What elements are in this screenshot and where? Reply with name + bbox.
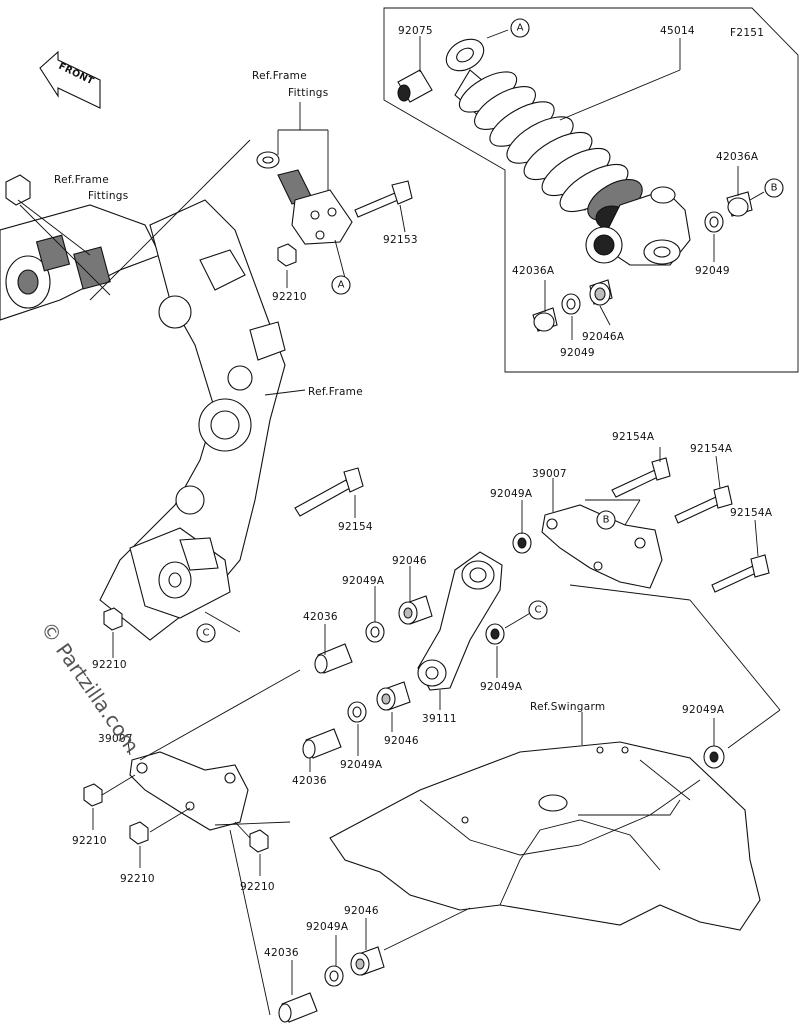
ref-frame-fittings-left-2: Fittings	[88, 190, 129, 202]
part-label: 92049A	[490, 488, 533, 500]
part-label: 42036	[264, 947, 299, 959]
collar-42036A-top	[726, 191, 753, 217]
bearing-92046A	[589, 279, 613, 306]
frame-body	[99, 199, 286, 641]
bolt-92153	[354, 180, 413, 218]
link-39111	[417, 551, 503, 691]
ref-frame-fittings-top-1: Ref.Frame	[252, 70, 307, 82]
swingarm	[329, 741, 761, 931]
svg-text:C: C	[535, 605, 542, 616]
seal-92049-bottom	[561, 293, 581, 315]
svg-text:C: C	[203, 628, 210, 639]
callout-b-shock: B	[764, 178, 784, 198]
part-label: 92154A	[612, 431, 655, 443]
part-label: 39007	[532, 468, 567, 480]
part-label: 92049A	[340, 759, 383, 771]
ref-swingarm: Ref.Swingarm	[530, 701, 605, 713]
part-label: 92049	[560, 347, 595, 359]
ref-frame-fittings-top-2: Fittings	[288, 87, 329, 99]
callout-c-frame: C	[196, 623, 216, 643]
ref-frame-fittings-left-1: Ref.Frame	[54, 174, 109, 186]
nut-92210-c	[249, 829, 269, 853]
callout-c-link: C	[528, 600, 548, 620]
figure-code: F2151	[730, 27, 764, 39]
seal-92049A-mid-right	[485, 623, 505, 645]
part-label: 42036	[292, 775, 327, 787]
nut-92210-left	[103, 607, 123, 631]
part-label: 92153	[383, 234, 418, 246]
svg-text:A: A	[517, 23, 524, 34]
ref-frame: Ref.Frame	[308, 386, 363, 398]
watermark: © Partzilla.com	[36, 617, 144, 757]
part-label: 92210	[272, 291, 307, 303]
part-label: 92049A	[342, 575, 385, 587]
part-labels: 92075 45014 42036A 42036A 92049 92049 92…	[72, 25, 773, 959]
seal-92049A-lower	[347, 701, 367, 723]
part-label: 92046	[392, 555, 427, 567]
part-label: 92046	[384, 735, 419, 747]
shock-absorber-box: F2151	[383, 7, 799, 373]
part-label: 92154A	[690, 443, 733, 455]
part-label: 42036	[303, 611, 338, 623]
bracket-39007-left	[129, 751, 249, 831]
front-arrow: FRONT	[39, 50, 101, 109]
part-label: 92210	[120, 873, 155, 885]
svg-text:B: B	[771, 183, 778, 194]
callout-b-bracket: B	[596, 510, 616, 530]
part-label: 92049A	[306, 921, 349, 933]
seal-92049A-mid-left	[365, 621, 385, 643]
frame-left	[0, 174, 161, 321]
bolts-92154A	[611, 457, 770, 593]
part-label: 39007	[98, 733, 133, 745]
bearing-92046-upper	[398, 595, 433, 625]
seal-92049A-swingarm	[703, 745, 725, 769]
part-label: 92049A	[480, 681, 523, 693]
part-label: 42036A	[716, 151, 759, 163]
collar-42036A-bottom	[532, 307, 558, 332]
part-label: 45014	[660, 25, 695, 37]
part-label: 92154	[338, 521, 373, 533]
callout-a-shock: A	[510, 18, 530, 38]
bearing-92046-lower	[376, 681, 411, 711]
collar-42036-upper	[314, 643, 353, 674]
part-label: 92210	[240, 881, 275, 893]
shock-absorber	[445, 38, 691, 266]
part-label: 92075	[398, 25, 433, 37]
bearing-92046-bottom	[350, 946, 385, 976]
frame-fittings	[256, 151, 353, 245]
nut-92210-b	[129, 821, 149, 845]
collar-42036-lower	[302, 728, 342, 759]
leader-lines	[19, 29, 781, 1016]
part-label: 92210	[92, 659, 127, 671]
svg-text:A: A	[338, 280, 345, 291]
part-label: 39111	[422, 713, 457, 725]
part-label: 92049	[695, 265, 730, 277]
part-label: 92046A	[582, 331, 625, 343]
seal-92049A-bottom	[324, 965, 344, 987]
bushing-92075	[397, 69, 433, 103]
part-label: 92154A	[730, 507, 773, 519]
part-label: 42036A	[512, 265, 555, 277]
svg-text:B: B	[603, 515, 610, 526]
collar-42036-bottom	[278, 992, 318, 1023]
part-label: 92046	[344, 905, 379, 917]
nut-92210-a	[83, 783, 103, 807]
callout-a-frame: A	[331, 275, 351, 295]
seal-92049A-upper	[512, 532, 532, 554]
seal-92049-right	[704, 211, 724, 233]
part-label: 92210	[72, 835, 107, 847]
part-label: 92049A	[682, 704, 725, 716]
bolt-92154	[294, 467, 364, 517]
nut-92210-top	[277, 243, 297, 267]
